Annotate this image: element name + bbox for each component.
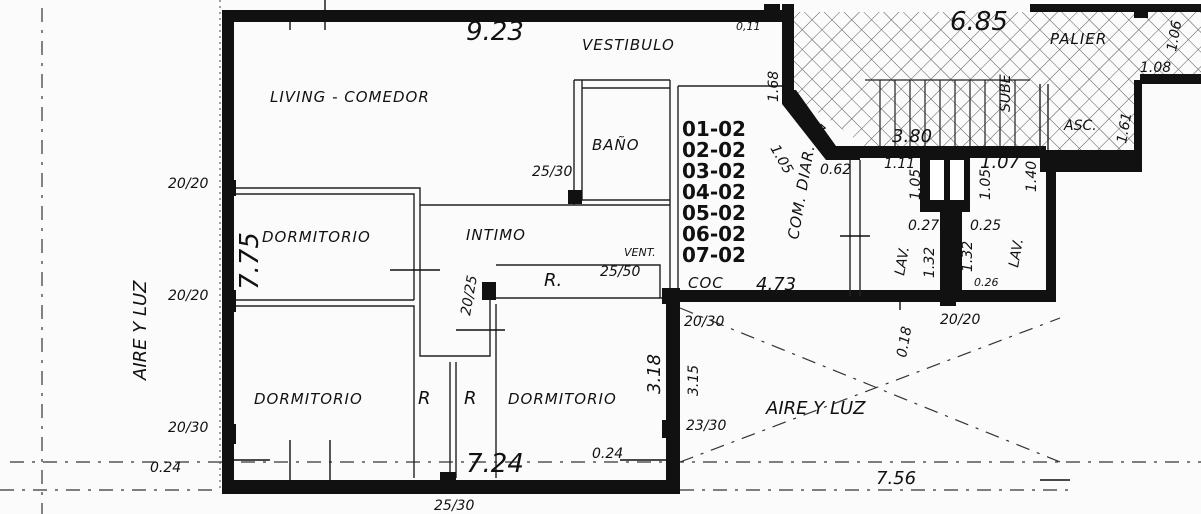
wall-r-closet <box>496 264 661 298</box>
duct-2 <box>950 160 964 200</box>
wall-palier-right <box>1140 74 1201 84</box>
dimension-label: 0.25 <box>970 218 1001 234</box>
dimension-label: 0.24 <box>592 446 623 462</box>
dimension-ticks <box>232 0 1070 481</box>
wall-palier-top <box>1030 4 1201 12</box>
room-label-sube: SUBE <box>998 74 1014 112</box>
column-size-label: 25/30 <box>532 164 572 180</box>
wall-asc-left <box>1039 84 1049 150</box>
aire-luz-diagonal-1 <box>679 307 1061 463</box>
dimension-label: 1.07 <box>980 152 1021 173</box>
column-size-label: 20/30 <box>684 314 724 330</box>
dimension-label: 1.32 <box>922 247 938 278</box>
dimension-label: 1.11 <box>884 156 915 172</box>
wall-diagonal <box>782 90 860 160</box>
dimension-label: 7.24 <box>466 449 524 479</box>
dimension-label: 1.05 <box>978 169 994 200</box>
columns <box>222 4 1148 488</box>
room-label-dormitorio-3: DORMITORIO <box>508 390 617 408</box>
dimension-label: 0.26 <box>974 276 999 289</box>
room-label-living: LIVING - COMEDOR <box>270 88 430 106</box>
column-size-label: 25/30 <box>434 498 474 514</box>
wall-intimo <box>419 205 491 357</box>
room-label-lav-2: LAV. <box>1006 237 1027 268</box>
dimension-label: 0.62 <box>820 162 851 178</box>
dimension-label: 1.40 <box>1024 161 1040 192</box>
wall-bano-top <box>574 79 670 89</box>
unit-list-item: 04-02 <box>682 180 746 204</box>
room-label-dormitorio-2: DORMITORIO <box>254 390 363 408</box>
wall-comdiar-right <box>849 160 861 296</box>
wall-closets <box>449 362 457 478</box>
dimension-label: 1.05 <box>767 142 796 177</box>
wall-service-bottom <box>666 290 1056 302</box>
room-label-asc: ASC. <box>1063 118 1097 134</box>
wall-left <box>222 10 234 490</box>
aire-luz-diagonal-2 <box>679 317 1061 463</box>
dimension-label: 1.68 <box>766 71 782 102</box>
dimension-label: 1.05 <box>908 169 924 200</box>
unit-list-item: 06-02 <box>682 222 746 246</box>
palier-crosshatch <box>782 12 1201 170</box>
dimension-label: 1.08 <box>1140 60 1171 76</box>
room-label-coc: COC <box>688 274 724 292</box>
column-size-label: 20/20 <box>940 312 980 328</box>
column-size-label: 20/30 <box>168 420 208 436</box>
dimension-label: 0.27 <box>908 218 939 234</box>
dimension-label: 1.61 <box>1114 111 1135 144</box>
room-label-bano: BAÑO <box>592 135 640 154</box>
wall-asc-bottom <box>1040 150 1140 172</box>
wall-living-bottom <box>234 187 670 206</box>
column-size-label: 20/25 <box>458 274 481 317</box>
dimension-label: 1.45 <box>1068 154 1099 170</box>
column-size-label: 23/30 <box>686 418 726 434</box>
wall-asc-right <box>1134 80 1142 172</box>
wall-service-right <box>1046 150 1056 302</box>
room-label-vent: VENT. <box>624 246 656 259</box>
dimension-label: 3.80 <box>892 126 932 147</box>
dimension-label: 1.06 <box>1164 19 1185 53</box>
room-label-intimo: INTIMO <box>466 226 526 244</box>
dimension-label: 7.75 <box>235 232 265 290</box>
room-label-r-1: R. <box>544 270 562 291</box>
room-label-r-2: R <box>418 388 431 409</box>
wall-dorm1-right <box>234 193 415 300</box>
unit-list-item: 01-02 <box>682 117 746 141</box>
wall-top <box>222 10 782 22</box>
dimension-label: 9.23 <box>466 17 524 47</box>
dimension-label: 4.73 <box>756 274 796 295</box>
room-label-r-3: R <box>464 388 477 409</box>
unit-list-item: 05-02 <box>682 201 746 225</box>
room-label-lav-1: LAV. <box>892 245 913 276</box>
wall-kitchen-left <box>669 80 679 298</box>
unit-list-item: 02-02 <box>682 138 746 162</box>
unit-list-item: 07-02 <box>682 243 746 267</box>
stair-treads <box>865 79 1030 150</box>
wall-right-lower <box>666 290 680 494</box>
unit-list-item: 03-02 <box>682 159 746 183</box>
dimension-label: 0,11 <box>736 20 761 33</box>
room-label-palier: PALIER <box>1050 30 1107 48</box>
duct-1 <box>930 160 944 200</box>
column-size-label: 20/20 <box>168 288 208 304</box>
dimension-label: 0.24 <box>150 460 181 476</box>
wall-dorm2-right <box>234 305 415 478</box>
dimension-label: 0.18 <box>894 325 915 359</box>
dimension-label: 3.15 <box>686 365 702 396</box>
dimension-label: 7.56 <box>876 468 916 489</box>
wall-lav-divider <box>940 200 962 300</box>
room-label-dormitorio-1: DORMITORIO <box>262 228 371 246</box>
dimension-label: 6.85 <box>950 7 1008 37</box>
dimension-label: 3.18 <box>644 354 665 394</box>
wall-top-right-step <box>782 4 794 98</box>
dimension-label: 1.32 <box>960 241 976 272</box>
column-size-label: 20/20 <box>168 176 208 192</box>
column-size-label: 25/50 <box>600 264 640 280</box>
room-label-aire-luz-2: AIRE Y LUZ <box>765 398 866 419</box>
room-label-vestibulo: VESTIBULO <box>582 36 675 54</box>
room-label-aire-luz-1: AIRE Y LUZ <box>130 280 151 381</box>
